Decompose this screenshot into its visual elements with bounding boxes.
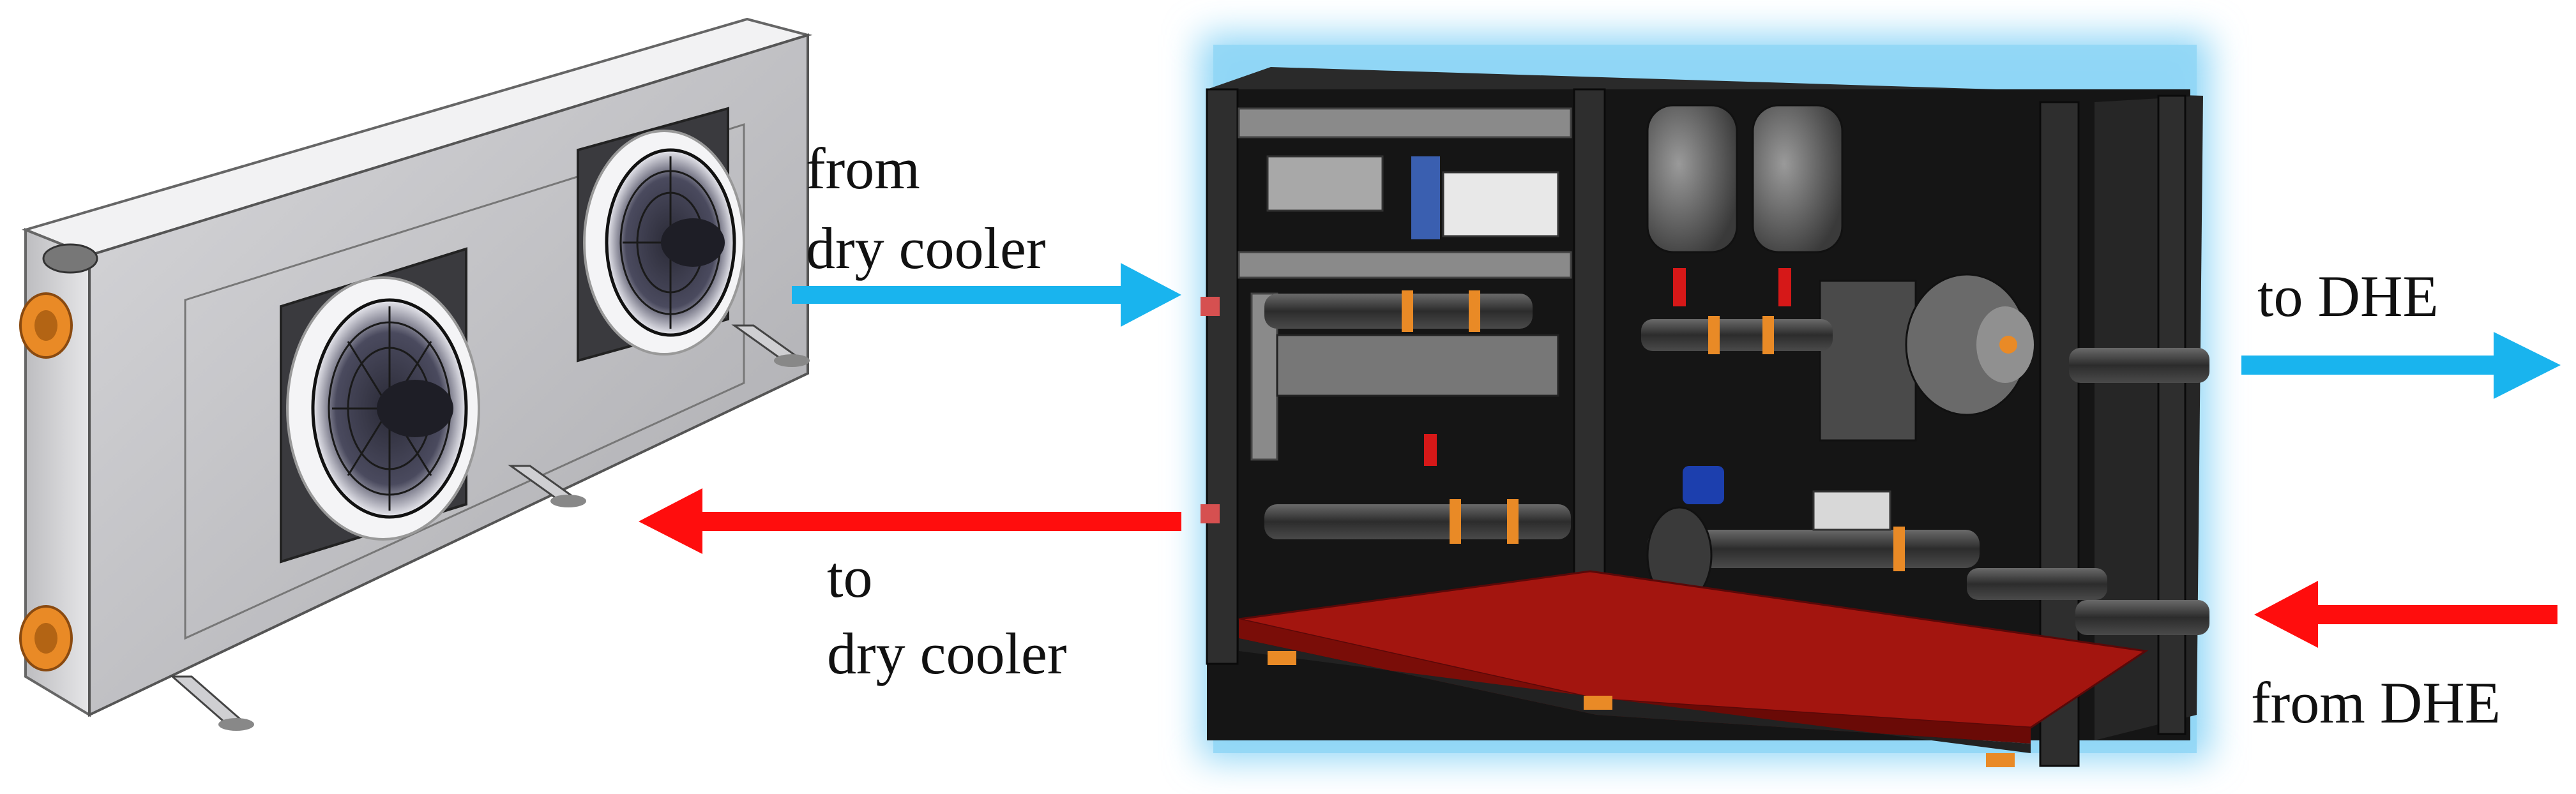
heat-pump-skid-illustration <box>1201 35 2209 767</box>
label-to-dry-cooler-line1: to <box>827 544 873 610</box>
label-from-dhe: from DHE <box>2251 670 2501 735</box>
expansion-tank-2-icon <box>1752 104 1844 253</box>
arrow-from-dhe <box>2254 581 2557 648</box>
label-from-dry-cooler-line1: from <box>806 136 920 201</box>
label-to-dry-cooler-line2: dry cooler <box>827 621 1067 686</box>
label-to-dhe: to DHE <box>2257 264 2439 329</box>
base-skid <box>1238 570 2149 753</box>
arrow-to-dhe <box>2241 332 2561 399</box>
dry-cooler-illustration <box>19 17 813 731</box>
inlet-flange-icon <box>19 292 73 359</box>
fan-1-icon <box>286 276 480 541</box>
expansion-tank-1-icon <box>1646 104 1738 253</box>
arrow-from-dry-cooler <box>792 263 1181 327</box>
pump-icon <box>1819 273 2034 442</box>
arrow-to-dry-cooler <box>639 488 1181 554</box>
fan-2-icon <box>583 130 745 356</box>
outlet-flange-icon <box>19 605 73 671</box>
label-from-dry-cooler-line2: dry cooler <box>806 216 1046 281</box>
